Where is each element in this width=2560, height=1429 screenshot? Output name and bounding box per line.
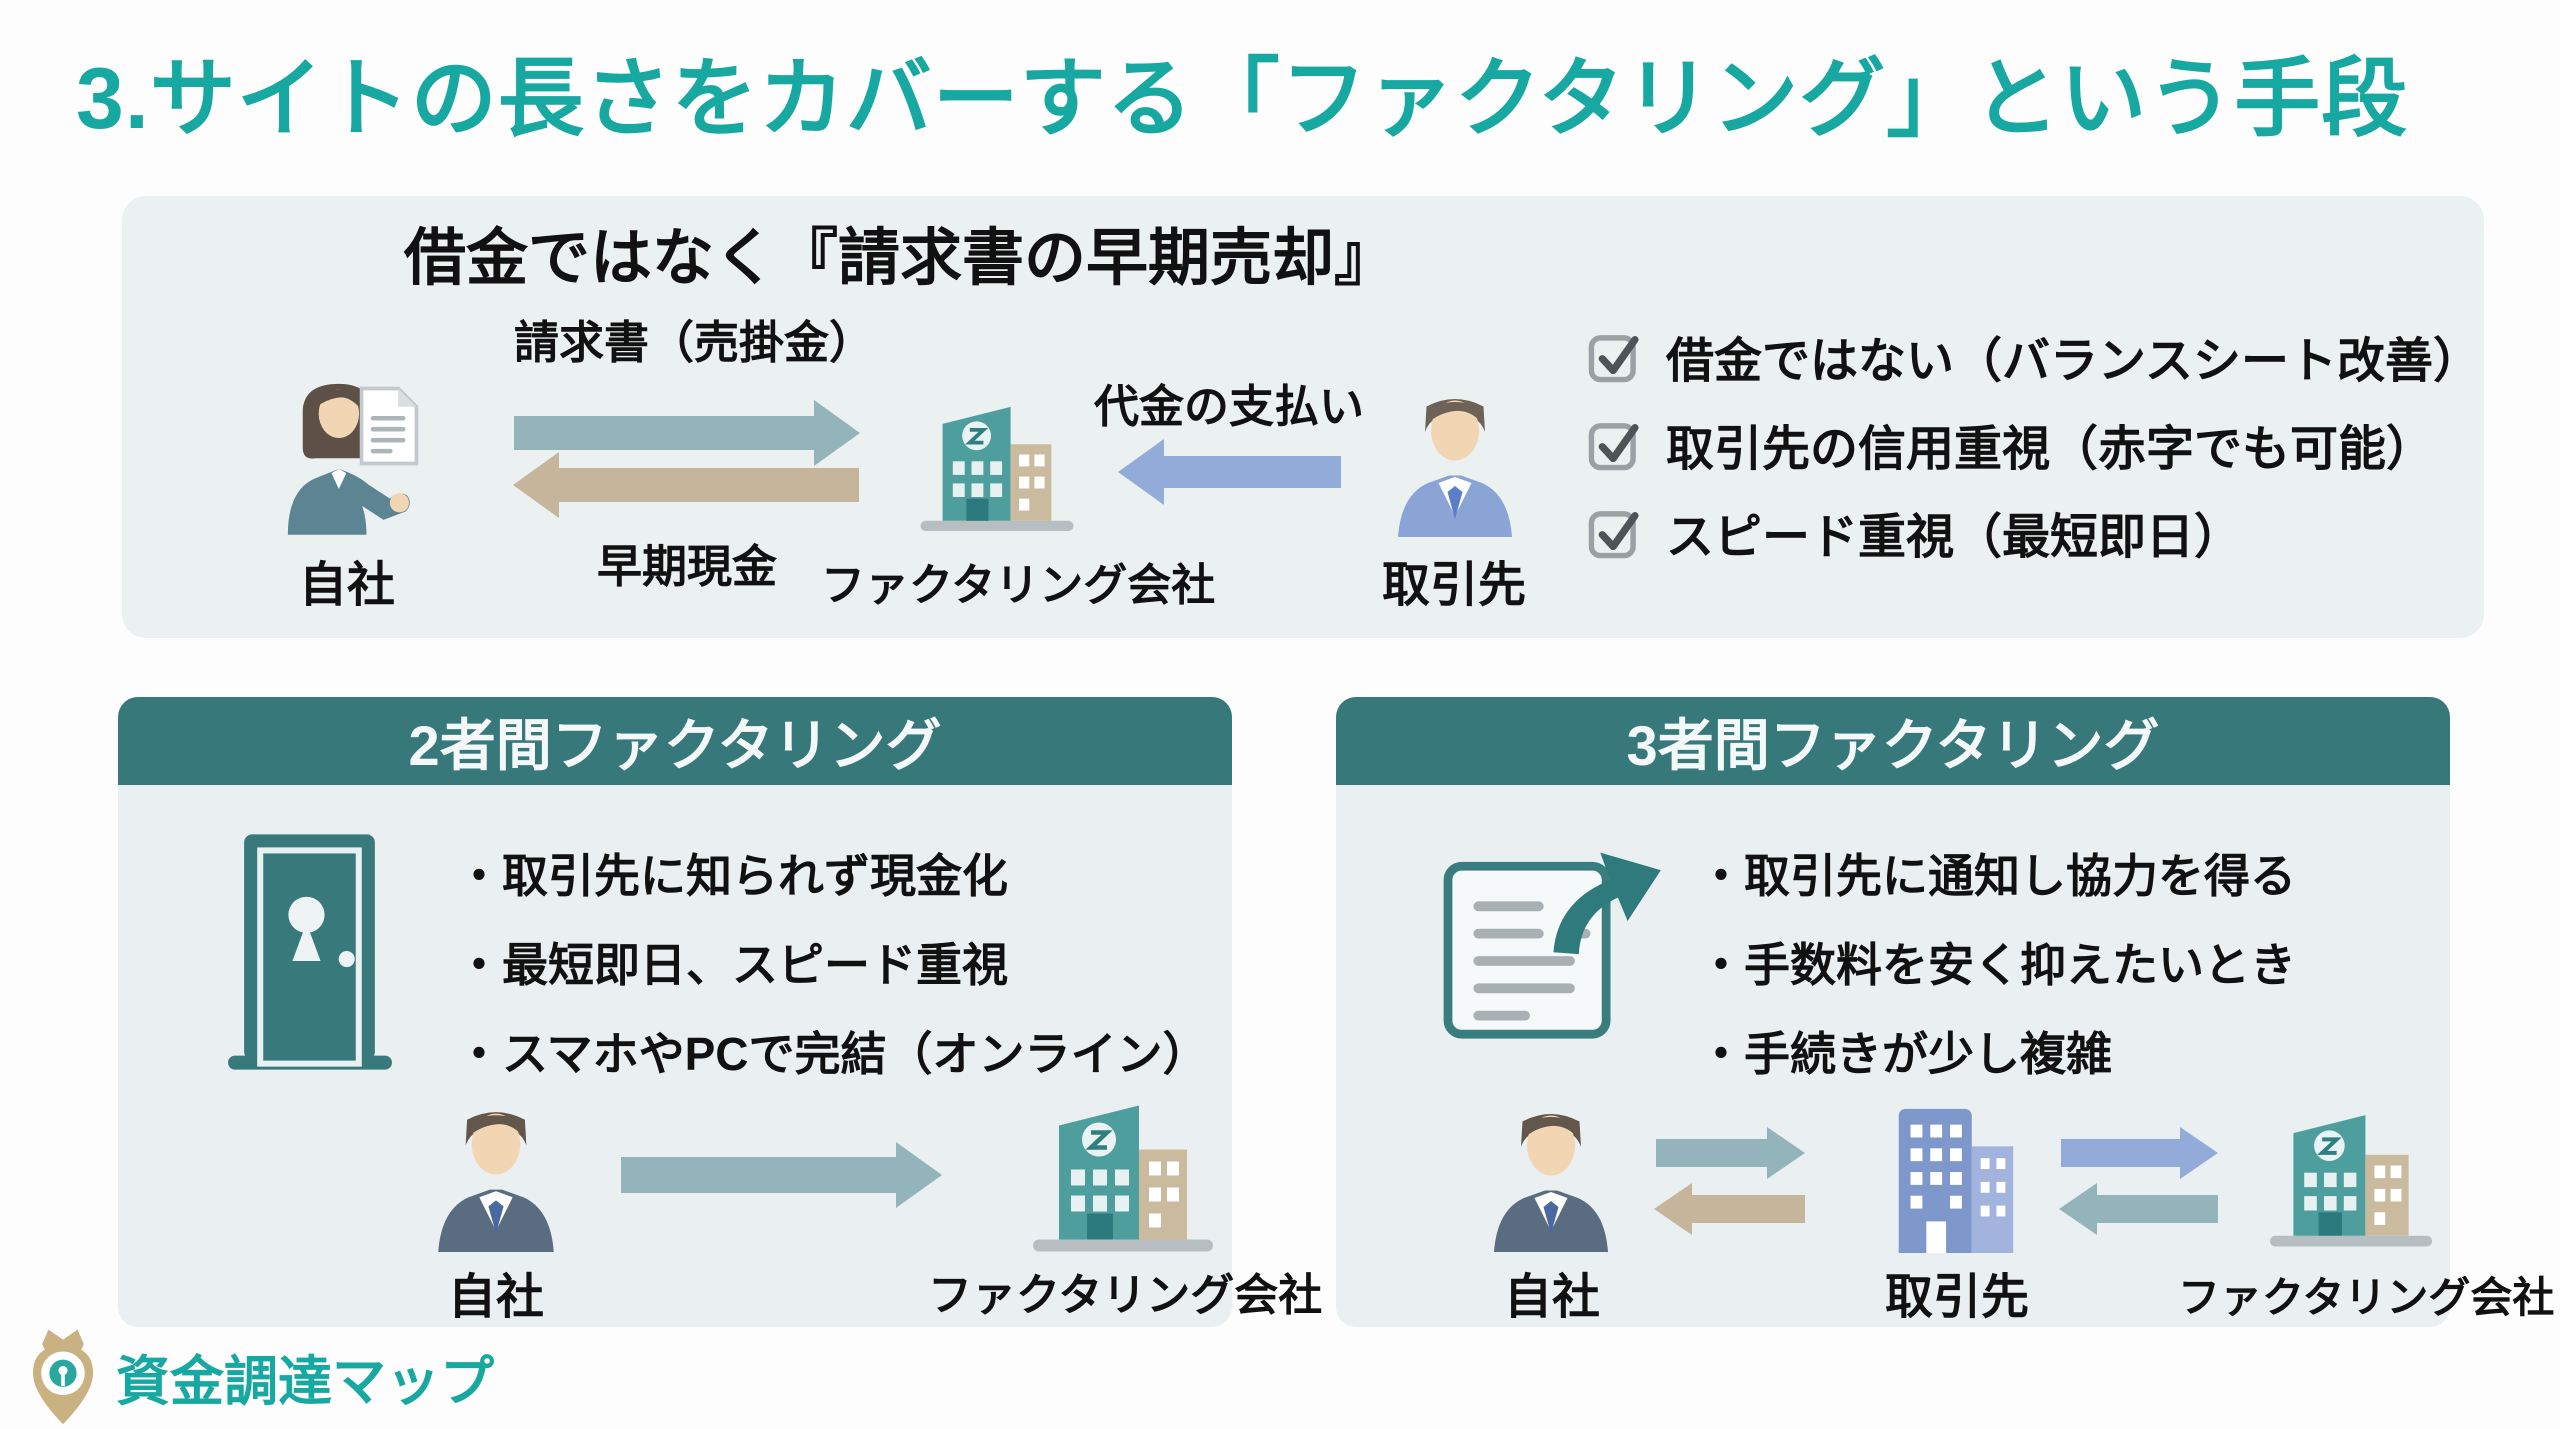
- factoring-company-building-icon: [912, 388, 1082, 538]
- own-company-person-icon: [420, 1099, 572, 1253]
- own-company-label: 自社: [447, 1271, 544, 1324]
- checklist-item-text: 取引先の信用重視（赤字でも可能）: [1666, 423, 2435, 476]
- three-party-card-title: 3者間ファクタリング: [1336, 697, 2450, 785]
- benefits-checklist: 借金ではない（バランスシート改善） 取引先の信用重視（赤字でも可能） スピード重…: [1586, 327, 2481, 564]
- client-building-icon: [1869, 1095, 2037, 1253]
- invoice-arrow-label: 請求書（売掛金）: [514, 317, 875, 368]
- checklist-item-text: スピード重視（最短即日）: [1666, 511, 2243, 564]
- checkbox-checked-icon: [1586, 503, 1644, 561]
- page-title: 3.サイトの長さをカバーする「ファクタリング」という手段: [76, 51, 2409, 147]
- client-to-own-arrow: [1692, 1195, 1805, 1223]
- early-cash-arrow: [559, 468, 859, 502]
- overview-heading: 借金ではなく『請求書の早期売却』: [404, 224, 1397, 293]
- door-keyhole-icon: [222, 830, 398, 1072]
- three-party-bullet-list: ・取引先に通知し協力を得る ・手数料を安く抑えたいとき ・手続きが少し複雑: [1698, 849, 2296, 1083]
- payment-arrow-label: 代金の支払い: [1093, 381, 1364, 432]
- own-to-factor-arrow: [621, 1157, 896, 1193]
- invoice-document-icon: [357, 384, 421, 468]
- brand-logo: 資金調達マップ: [22, 1326, 494, 1426]
- three-party-card: 3者間ファクタリング ・取引先に通知し協力を得る ・手数料を安く抑えたいとき ・…: [1336, 697, 2554, 1327]
- own-company-label: 自社: [1503, 1271, 1600, 1324]
- own-company-person-icon: [256, 374, 426, 536]
- factoring-company-label: ファクタリング会社: [928, 1271, 1323, 1320]
- own-company-label: 自社: [298, 559, 395, 612]
- two-party-card: 2者間ファクタリング ・取引先に知られず現金化 ・最短即日、スピード重視 ・スマ…: [118, 697, 1322, 1327]
- document-share-icon: [1438, 837, 1663, 1042]
- factoring-company-building-icon: [1023, 1089, 1223, 1254]
- invoice-arrow: [514, 416, 814, 450]
- overview-panel: 借金ではなく『請求書の早期売却』 自社 請求書（: [122, 196, 2484, 638]
- factor-to-client-arrow: [2097, 1195, 2218, 1223]
- bullet-item: ・手続きが少し複雑: [1698, 1028, 2112, 1081]
- own-company-person-icon: [1476, 1101, 1626, 1253]
- client-label: 取引先: [1381, 559, 1526, 612]
- payment-arrow: [1164, 456, 1341, 488]
- client-to-factor-arrow: [2061, 1139, 2180, 1167]
- map-pin-crown-icon: [22, 1326, 104, 1426]
- bullet-item: ・スマホやPCで完結（オンライン）: [456, 1028, 1209, 1081]
- checkbox-checked-icon: [1586, 415, 1644, 473]
- checklist-item: 取引先の信用重視（赤字でも可能）: [1586, 415, 2481, 476]
- early-cash-arrow-label: 早期現金: [596, 541, 777, 592]
- checklist-item: 借金ではない（バランスシート改善）: [1586, 327, 2481, 388]
- own-to-client-arrow: [1656, 1139, 1767, 1167]
- brand-name: 資金調達マップ: [116, 1351, 494, 1412]
- factoring-company-building-icon: [2261, 1097, 2441, 1252]
- checklist-item-text: 借金ではない（バランスシート改善）: [1666, 335, 2482, 388]
- bullet-item: ・手数料を安く抑えたいとき: [1698, 939, 2296, 992]
- bullet-item: ・取引先に通知し協力を得る: [1698, 850, 2296, 902]
- client-label: 取引先: [1884, 1271, 2029, 1324]
- factoring-company-label: ファクタリング会社: [821, 561, 1216, 610]
- two-party-card-title: 2者間ファクタリング: [118, 697, 1232, 785]
- bullet-item: ・最短即日、スピード重視: [456, 939, 1008, 992]
- two-party-bullet-list: ・取引先に知られず現金化 ・最短即日、スピード重視 ・スマホやPCで完結（オンラ…: [456, 849, 1209, 1083]
- bullet-item: ・取引先に知られず現金化: [456, 850, 1008, 902]
- checklist-item: スピード重視（最短即日）: [1586, 503, 2481, 564]
- factoring-company-label: ファクタリング会社: [2178, 1274, 2555, 1321]
- client-person-icon: [1380, 386, 1530, 538]
- checkbox-checked-icon: [1586, 327, 1644, 385]
